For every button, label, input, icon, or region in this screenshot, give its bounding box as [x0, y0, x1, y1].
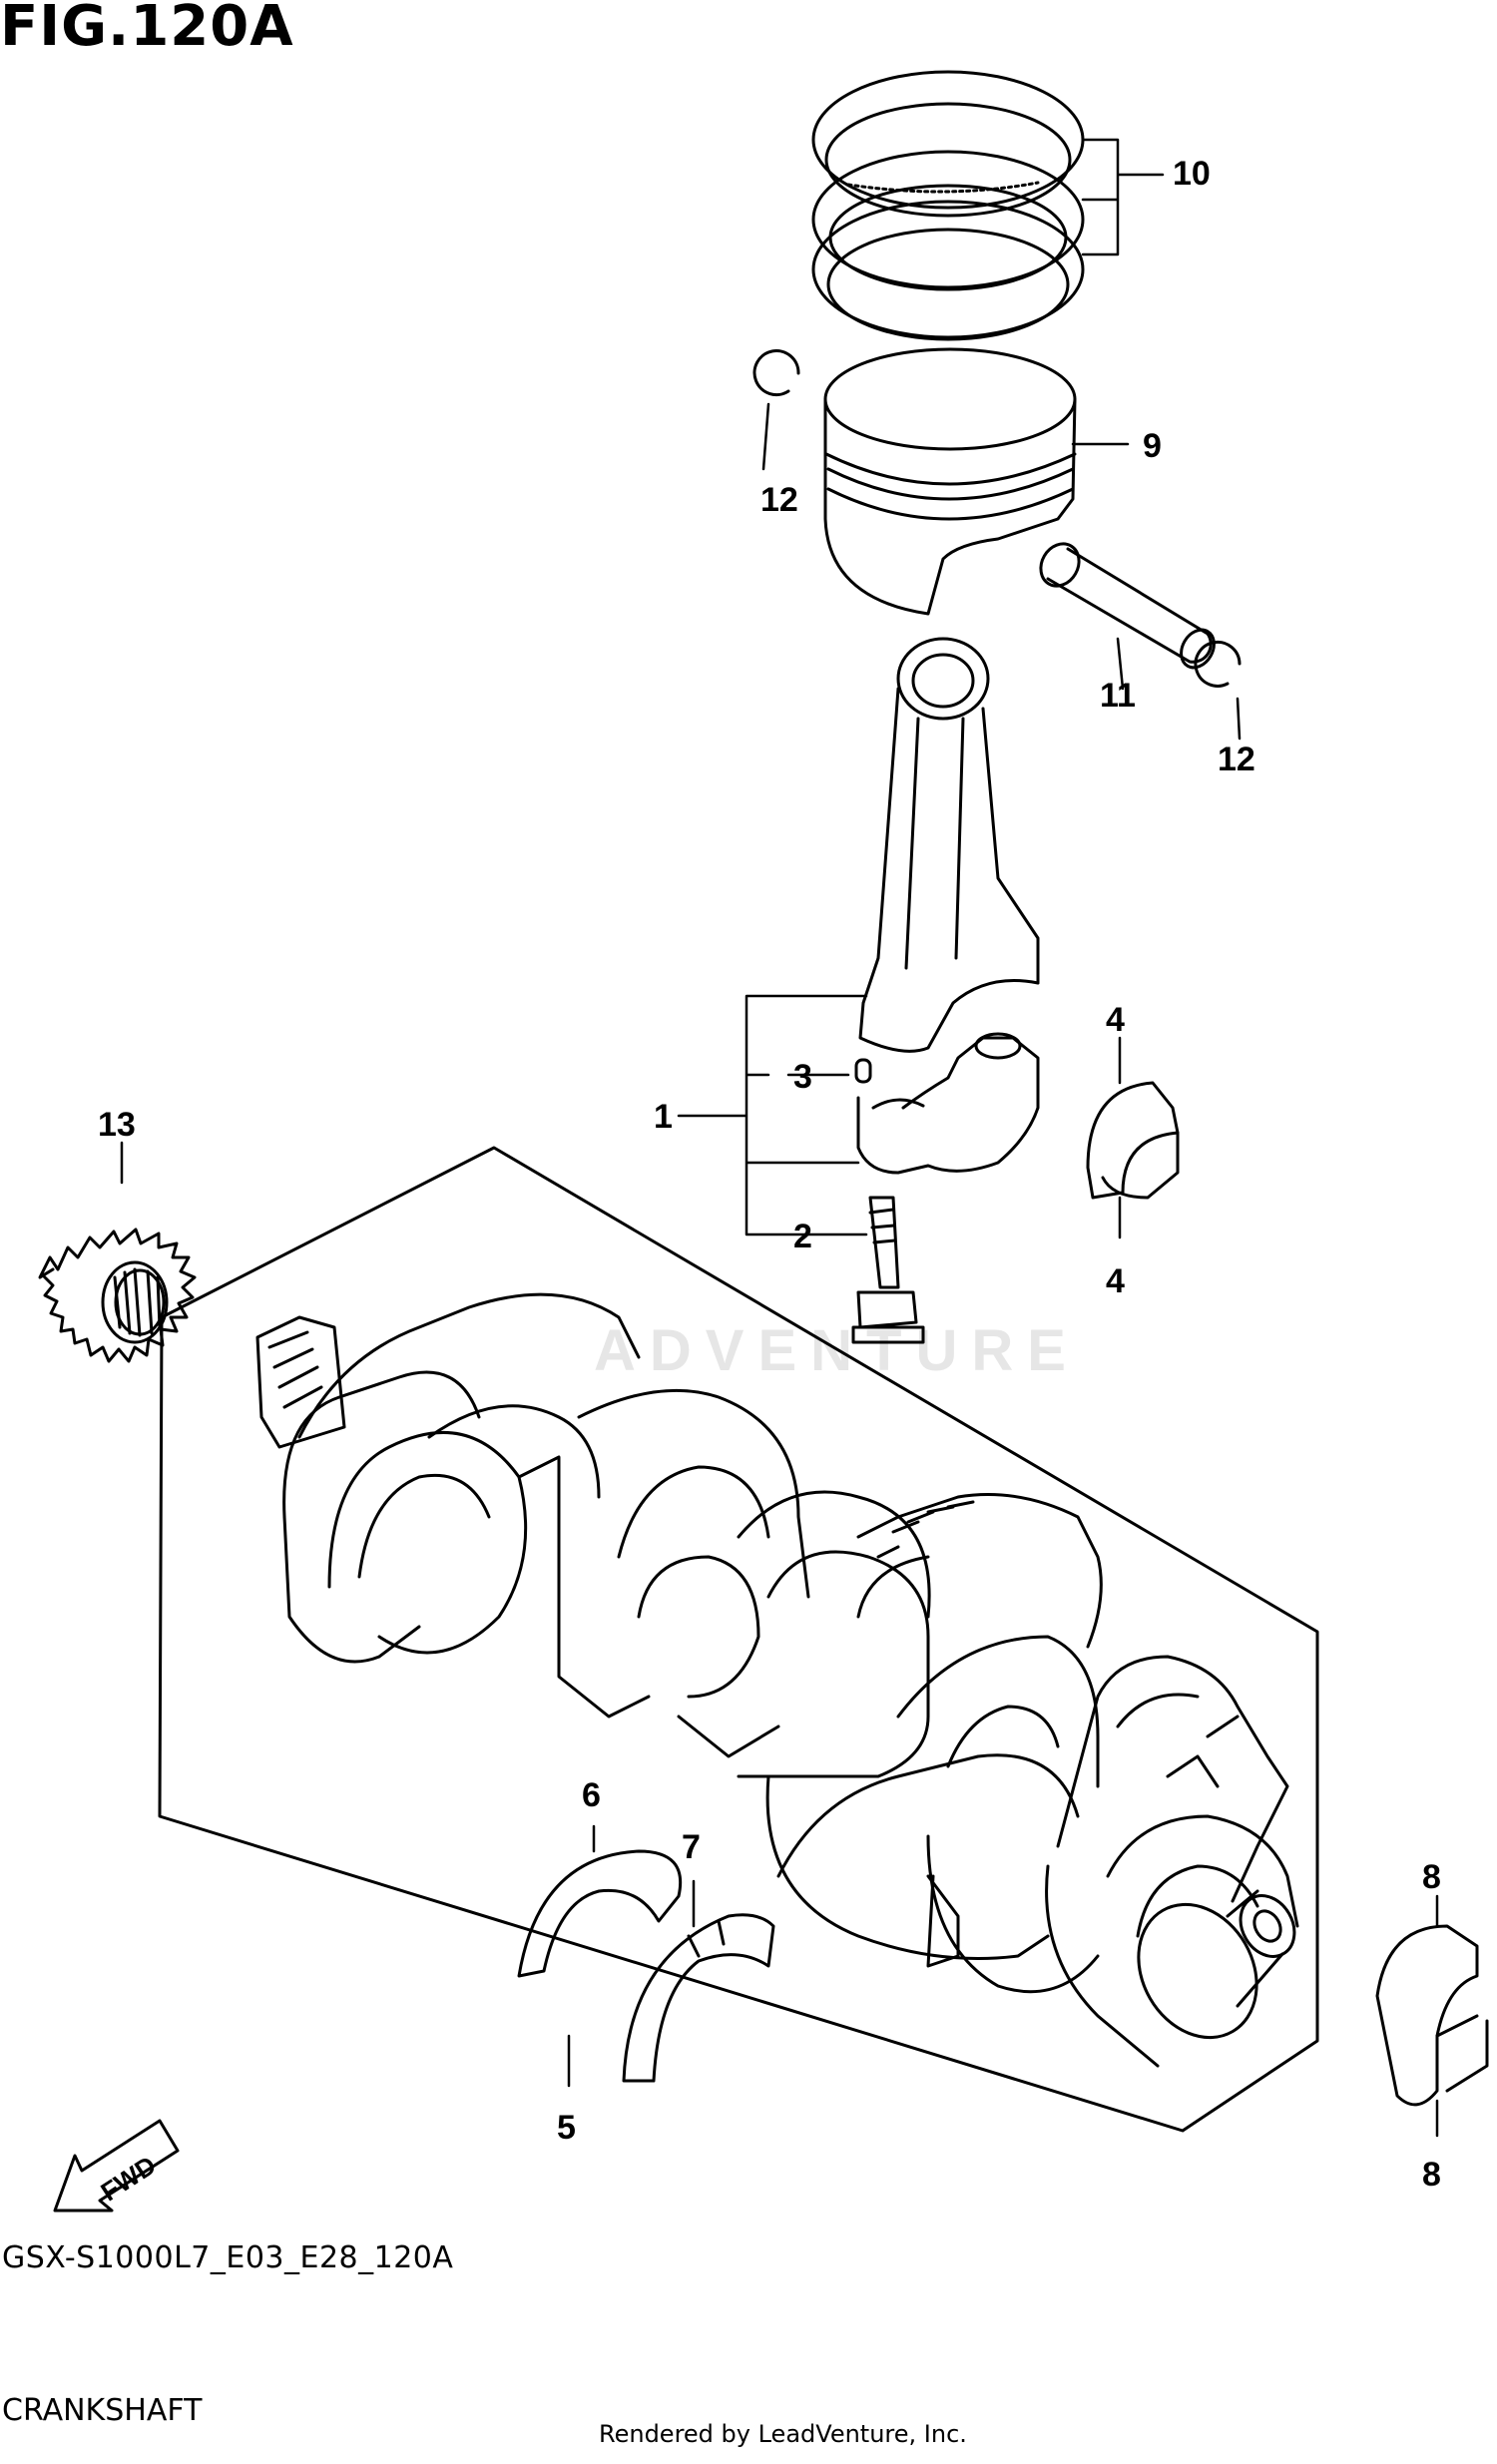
watermark-text: ADVENTURE [594, 1318, 1080, 1383]
connecting-rod-bolt-part[interactable] [851, 1196, 925, 1344]
callout-13: 13 [98, 1106, 136, 1144]
crankshaft-gear-part[interactable] [38, 1228, 197, 1363]
callout-7: 7 [682, 1828, 701, 1866]
callout-4-bottom: 4 [1106, 1262, 1125, 1300]
callout-1: 1 [654, 1098, 673, 1136]
crank-pin-bearing-part[interactable] [1086, 1081, 1180, 1200]
callout-9: 9 [1143, 427, 1162, 465]
piston-pin-part[interactable] [1033, 537, 1221, 674]
callout-11: 11 [1100, 677, 1136, 715]
callout-6: 6 [582, 1776, 601, 1814]
thrust-bearing-7-part[interactable] [622, 1913, 775, 2083]
callout-12-right: 12 [1218, 740, 1255, 778]
callout-8-bottom: 8 [1422, 2156, 1441, 2194]
callout-8-top: 8 [1422, 1858, 1441, 1896]
callout-4-top: 4 [1106, 1001, 1125, 1039]
model-code: GSX-S1000L7_E03_E28_120A [2, 2240, 454, 2275]
crankshaft-part[interactable] [255, 1292, 1305, 2068]
crankshaft-main-bearing-part[interactable] [1375, 1924, 1489, 2107]
piston-pin-circlip-part[interactable] [752, 349, 1242, 688]
callout-12-top: 12 [760, 481, 798, 519]
fwd-arrow-icon [53, 2119, 180, 2213]
render-credit: Rendered by LeadVenture, Inc. [599, 2420, 967, 2448]
callout-3: 3 [793, 1058, 812, 1096]
piston-part[interactable] [823, 347, 1077, 616]
callout-5: 5 [557, 2109, 576, 2147]
connecting-rod-part[interactable] [858, 637, 1040, 1053]
callout-10: 10 [1173, 155, 1211, 193]
callout-2: 2 [793, 1218, 812, 1255]
thrust-bearing-6-part[interactable] [517, 1849, 683, 1978]
dowel-pin-part[interactable] [854, 1058, 872, 1084]
figure-title: FIG.120A [0, 0, 294, 59]
connecting-rod-cap-part[interactable] [856, 1032, 1040, 1175]
piston-rings-part[interactable] [811, 70, 1085, 341]
section-name: CRANKSHAFT [2, 2393, 203, 2428]
fwd-label: FWD [96, 2150, 162, 2207]
leader-lines [120, 138, 1439, 2138]
crankshaft-assembly-box [158, 1146, 1319, 2133]
